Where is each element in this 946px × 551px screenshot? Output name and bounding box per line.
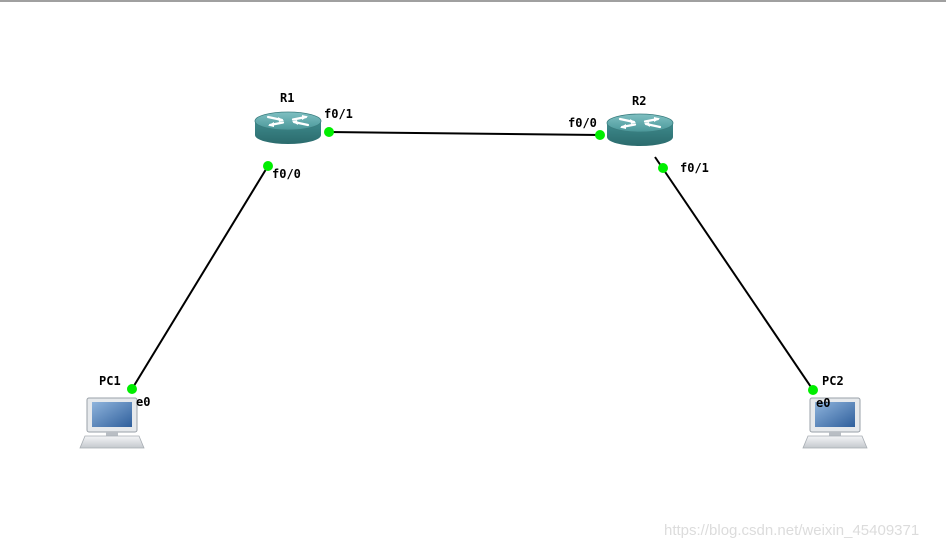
router-icon bbox=[253, 110, 323, 146]
port-label-r1-f01: f0/1 bbox=[324, 107, 353, 121]
port-dot-pc2-e0[interactable] bbox=[808, 385, 818, 395]
link-r2-pc2[interactable] bbox=[654, 156, 814, 391]
router-r2[interactable] bbox=[605, 112, 675, 148]
link-r1-pc1[interactable] bbox=[131, 165, 269, 390]
desktop-pc-icon bbox=[802, 397, 868, 449]
watermark-text: https://blog.csdn.net/weixin_45409371 bbox=[664, 522, 920, 539]
port-label-r1-f00: f0/0 bbox=[272, 167, 301, 181]
desktop-pc-icon bbox=[79, 397, 145, 449]
port-dot-r1-f00[interactable] bbox=[263, 161, 273, 171]
port-label-pc2-e0: e0 bbox=[816, 396, 830, 410]
port-dot-r2-f01[interactable] bbox=[658, 163, 668, 173]
port-label-r2-f00: f0/0 bbox=[568, 116, 597, 130]
port-dot-pc1-e0[interactable] bbox=[127, 384, 137, 394]
port-label-r2-f01: f0/1 bbox=[680, 161, 709, 175]
node-label-r1: R1 bbox=[280, 91, 294, 105]
pc-pc1[interactable] bbox=[79, 397, 145, 449]
router-icon bbox=[605, 112, 675, 148]
node-label-r2: R2 bbox=[632, 94, 646, 108]
port-dot-r2-f00[interactable] bbox=[595, 130, 605, 140]
port-label-pc1-e0: e0 bbox=[136, 395, 150, 409]
link-r1-r2[interactable] bbox=[328, 131, 601, 136]
pc-pc2[interactable] bbox=[802, 397, 868, 449]
router-r1[interactable] bbox=[253, 110, 323, 146]
port-dot-r1-f01[interactable] bbox=[324, 127, 334, 137]
node-label-pc1: PC1 bbox=[99, 374, 121, 388]
node-label-pc2: PC2 bbox=[822, 374, 844, 388]
